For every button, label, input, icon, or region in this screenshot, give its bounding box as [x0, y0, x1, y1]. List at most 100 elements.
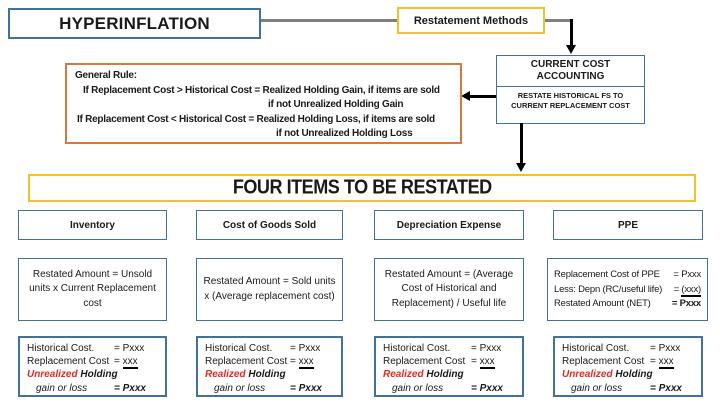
gain-or-loss-label: gain or loss	[214, 382, 266, 394]
ledger-row: Replacement Cost = xxx	[27, 355, 158, 370]
ppe-row1-value: = Pxxx	[673, 269, 701, 280]
four-items-banner: FOUR ITEMS TO BE RESTATED	[28, 174, 696, 202]
realized-word: Realized	[205, 369, 246, 381]
ppe-header-label: PPE	[617, 219, 638, 231]
ledger-row: gain or loss = Pxxx	[562, 382, 694, 395]
cogs-header-label: Cost of Goods Sold	[222, 219, 317, 231]
replacement-cost-value: = xxx	[471, 355, 515, 370]
ledger-row: Realized Holding	[205, 368, 334, 381]
ppe-ledger-box: Historical Cost. = Pxxx Replacement Cost =…	[553, 336, 703, 397]
cca-title-line2: ACCOUNTING	[536, 71, 605, 82]
depreciation-formula-box: Restated Amount = (Average Cost of Histo…	[374, 258, 524, 321]
inventory-formula-box: Restated Amount = Unsold units x Current…	[18, 258, 167, 321]
gain-or-loss-value: = Pxxx	[114, 382, 146, 394]
replacement-cost-value: = xxx	[290, 355, 334, 370]
connector-restate-elbow-v	[570, 19, 573, 46]
ppe-formula-box: Replacement Cost of PPE = Pxxx Less: Dep…	[547, 258, 708, 321]
holding-word: Holding	[248, 369, 286, 381]
general-rule-heading: General Rule:	[75, 70, 137, 81]
cogs-header: Cost of Goods Sold	[196, 210, 343, 240]
general-rule-line-loss: If Replacement Cost < Historical Cost = …	[77, 113, 435, 125]
cogs-formula-box: Restated Amount = Sold units x (Average …	[196, 258, 343, 321]
replacement-cost-num: xxx	[479, 356, 495, 370]
hyperinflation-title: HYPERINFLATION	[59, 13, 210, 33]
arrow-down-icon	[516, 163, 526, 172]
arrow-down-icon	[566, 45, 576, 54]
ledger-row: Replacement Cost= xxx	[205, 355, 334, 370]
holding-label: Unrealized Holding	[562, 368, 694, 381]
arrow-left-icon	[461, 91, 470, 101]
gain-or-loss-value: = Pxxx	[290, 382, 322, 394]
gain-or-loss-label: gain or loss	[571, 382, 623, 394]
replacement-cost-label: Replacement Cost	[383, 356, 466, 368]
historical-cost-value: = Pxxx	[114, 343, 145, 354]
gain-or-loss-label: gain or loss	[36, 382, 88, 394]
ledger-row: gain or loss = Pxxx	[27, 382, 158, 395]
holding-word: Holding	[615, 369, 653, 381]
connector-hyper-to-restate	[261, 19, 398, 22]
replacement-cost-label: Replacement Cost	[562, 356, 645, 368]
historical-cost-value: = Pxxx	[650, 343, 681, 354]
ppe-row2-num: (xxx)	[681, 283, 701, 297]
ledger-row: Replacement Cost = xxx	[383, 355, 515, 370]
realized-word: Realized	[383, 369, 424, 381]
general-rule-line-unrealized-gain: if not Unrealized Holding Gain	[268, 99, 404, 110]
hyperinflation-box: HYPERINFLATION	[8, 8, 261, 39]
ppe-row2-label: Less: Depn (RC/useful life)	[554, 283, 663, 295]
depreciation-header: Depreciation Expense	[374, 210, 524, 240]
gain-or-loss-value: = Pxxx	[471, 382, 503, 394]
unrealized-word: Unrealized	[562, 369, 613, 381]
connector-cca-to-rule	[469, 95, 496, 98]
historical-cost-value: = Pxxx	[290, 343, 321, 354]
restatement-methods-box: Restatement Methods	[397, 7, 545, 34]
historical-cost-label: Historical Cost.	[383, 343, 451, 354]
ledger-row: gain or loss = Pxxx	[383, 382, 515, 395]
historical-cost-label: Historical Cost.	[205, 343, 273, 354]
inventory-formula: Restated Amount = Unsold units x Current…	[29, 268, 156, 309]
connector-restate-elbow-h	[545, 19, 573, 22]
replacement-cost-label: Replacement Cost	[27, 356, 110, 368]
current-cost-accounting-body: RESTATE HISTORICAL FS TO CURRENT REPLACE…	[497, 87, 644, 115]
replacement-cost-value: = xxx	[114, 355, 158, 370]
ledger-row: Historical Cost. = Pxxx	[383, 342, 515, 355]
holding-label: Realized Holding	[205, 368, 334, 381]
cca-body-line2: CURRENT REPLACEMENT COST	[511, 101, 630, 110]
connector-cca-to-fouritems	[520, 123, 523, 164]
replacement-cost-num: xxx	[122, 356, 138, 370]
holding-label: Realized Holding	[383, 368, 515, 381]
holding-word: Holding	[80, 369, 118, 381]
cogs-formula: Restated Amount = Sold units x (Average …	[203, 276, 336, 302]
historical-cost-value: = Pxxx	[471, 343, 502, 354]
inventory-header-label: Inventory	[69, 219, 115, 231]
ledger-row: gain or loss = Pxxx	[205, 382, 334, 395]
historical-cost-label: Historical Cost.	[27, 343, 95, 354]
ppe-row2-value: = (xxx)	[674, 283, 701, 298]
eq-sign: =	[471, 356, 477, 368]
ppe-formula-row: Replacement Cost of PPE = Pxxx	[554, 268, 701, 283]
ledger-row: Realized Holding	[383, 368, 515, 381]
eq-sign: =	[114, 356, 120, 368]
eq-sign: =	[650, 356, 656, 368]
restatement-methods-label: Restatement Methods	[413, 14, 529, 27]
ledger-row: Historical Cost. = Pxxx	[27, 342, 158, 355]
current-cost-accounting-box: CURRENT COST ACCOUNTING RESTATE HISTORIC…	[496, 55, 645, 124]
ledger-row: Unrealized Holding	[27, 368, 158, 381]
ppe-row3-value: = Pxxx	[671, 298, 701, 309]
eq-sign: =	[290, 356, 296, 368]
ppe-formula-row: Restated Amount (NET) = Pxxx	[554, 297, 701, 312]
unrealized-word: Unrealized	[27, 369, 78, 381]
gain-or-loss-label: gain or loss	[392, 382, 444, 394]
historical-cost-label: Historical Cost.	[562, 343, 630, 354]
ledger-row: Replacement Cost = xxx	[562, 355, 694, 370]
ppe-row2-eq: =	[673, 283, 680, 295]
ppe-header: PPE	[553, 210, 703, 240]
cca-body-line1: RESTATE HISTORICAL FS TO	[517, 91, 624, 100]
holding-word: Holding	[426, 369, 464, 381]
gain-or-loss-value: = Pxxx	[650, 382, 682, 394]
inventory-ledger-box: Historical Cost. = Pxxx Replacement Cost =…	[18, 336, 167, 397]
ppe-row1-label: Replacement Cost of PPE	[554, 269, 660, 280]
general-rule-line-unrealized-loss: if not Unrealized Holding Loss	[276, 128, 413, 139]
replacement-cost-value: = xxx	[650, 355, 694, 370]
ledger-row: Historical Cost. = Pxxx	[562, 342, 694, 355]
replacement-cost-num: xxx	[298, 356, 314, 370]
